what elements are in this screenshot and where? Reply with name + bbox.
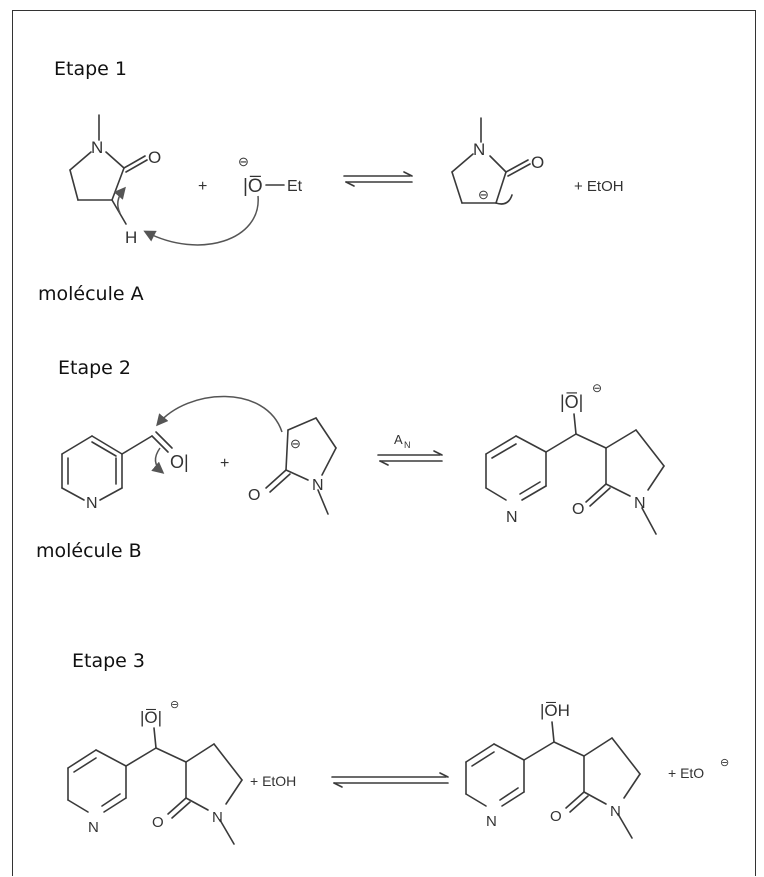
plus-sign: + <box>198 178 207 195</box>
carbanion-charge: ⊖ <box>290 436 301 451</box>
atom-n: N <box>88 819 99 836</box>
atom-o: O <box>572 501 584 518</box>
ethoxide: ⊖ |O̅ Et <box>238 154 303 197</box>
equilibrium-arrow-1 <box>343 171 413 187</box>
oxide-atom: |O̅ <box>243 176 263 197</box>
atom-n: N <box>473 140 485 159</box>
plus-sign: + <box>220 455 229 472</box>
atom-n: N <box>312 477 324 494</box>
ethyl-group: Et <box>287 178 303 195</box>
atom-n: N <box>212 809 223 826</box>
alkoxide-charge: ⊖ <box>170 699 179 711</box>
alkoxide-product: |O̅| ⊖ N N O <box>485 381 665 535</box>
atom-o: O <box>248 487 260 504</box>
enolate-nucleophile: N O ⊖ <box>248 417 337 515</box>
atom-o: O <box>531 153 544 172</box>
carbanion-charge: ⊖ <box>478 187 489 202</box>
atom-o: O <box>550 808 562 825</box>
alkoxide-oxygen: |O̅| <box>140 708 162 727</box>
charge-minus: ⊖ <box>238 154 249 169</box>
alcohol-product: |O̅H N N O <box>465 701 641 839</box>
step-1-label: Etape 1 <box>54 58 127 80</box>
ethanol-reactant: + EtOH <box>250 773 296 789</box>
step-2-label: Etape 2 <box>58 357 131 379</box>
atom-n: N <box>506 509 518 526</box>
molecule-a-label: molécule A <box>38 283 144 305</box>
atom-n: N <box>91 138 103 157</box>
atom-n: N <box>486 813 497 830</box>
atom-o: O <box>152 814 164 831</box>
molecule-a-structure: N O H <box>69 114 161 247</box>
curved-arrow-2 <box>156 395 283 433</box>
figure-frame <box>12 10 756 876</box>
atom-n: N <box>634 495 646 512</box>
ethoxide-product: + EtO <box>668 765 704 781</box>
hydroxyl-group: |O̅H <box>540 701 570 720</box>
atom-n: N <box>86 495 98 512</box>
molecule-b-label: molécule B <box>36 540 142 562</box>
nucleophilic-addition-label: A <box>394 432 403 447</box>
ethoxide-charge: ⊖ <box>720 757 729 769</box>
alkoxide-oxygen: |O̅| <box>560 392 583 412</box>
equilibrium-arrow-2: A N <box>377 432 443 466</box>
atom-h: H <box>125 228 137 247</box>
enolate-product: N O ⊖ <box>451 117 544 205</box>
alkoxide-charge: ⊖ <box>592 381 602 395</box>
atom-n: N <box>610 803 621 820</box>
atom-o: O <box>148 148 161 167</box>
step-3-label: Etape 3 <box>72 650 145 672</box>
nucleophilic-addition-subscript: N <box>404 440 411 450</box>
curved-arrow-1 <box>143 195 259 246</box>
equilibrium-arrow-3 <box>331 772 449 788</box>
oxygen-atom: O| <box>170 452 189 472</box>
alkoxide-reactant: |O̅| ⊖ N N O <box>67 699 243 845</box>
molecule-b-structure: N O| <box>61 431 189 512</box>
ethanol-product: + EtOH <box>574 178 624 195</box>
